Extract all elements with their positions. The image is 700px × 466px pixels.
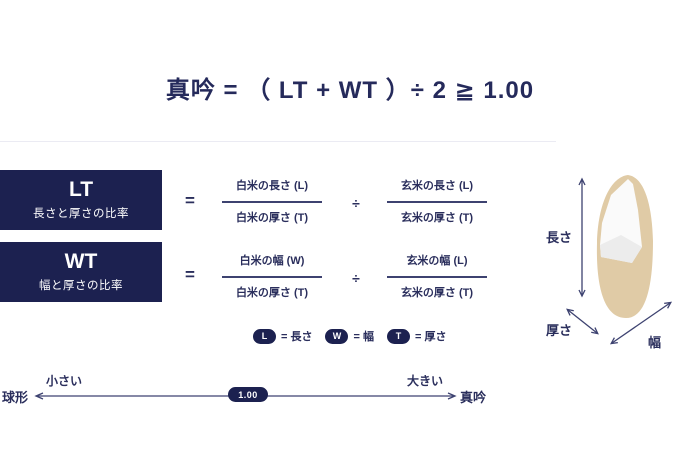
legend-label: = 長さ — [281, 331, 313, 343]
fraction-row1-brown-rice: 玄米の長さ (L) 玄米の厚さ (T) — [385, 179, 489, 225]
width-badge: W — [325, 328, 349, 344]
fraction-row2-white-rice: 白米の幅 (W) 白米の厚さ (T) — [220, 254, 324, 300]
fraction-numerator: 玄米の幅 (L) — [406, 255, 468, 267]
fraction-bar — [222, 276, 322, 278]
fraction-row2-brown-rice: 玄米の幅 (L) 玄米の厚さ (T) — [385, 254, 489, 300]
thickness-badge: T — [386, 328, 410, 344]
rice-grain-facet-shade — [600, 235, 642, 263]
legend-label: = 幅 — [353, 331, 374, 343]
section-divider — [0, 141, 556, 142]
scale-right-end-label: 真吟 — [460, 390, 487, 405]
lt-description: 長さと厚さの比率 — [33, 207, 129, 220]
equals-sign-row1: = — [185, 191, 195, 210]
lt-term-box: LT 長さと厚さの比率 — [0, 170, 162, 230]
length-label: 長さ — [546, 230, 572, 245]
fraction-bar — [387, 201, 487, 203]
width-label: 幅 — [648, 335, 661, 350]
scale-large-label: 大きい — [407, 374, 444, 388]
lt-abbr: LT — [68, 178, 94, 202]
length-badge: L — [253, 328, 276, 344]
wt-abbr: WT — [64, 250, 98, 274]
thickness-label: 厚さ — [546, 323, 572, 338]
scale-left-end-label: 球形 — [2, 390, 29, 405]
rice-grain-illustration: 長さ 厚さ 幅 — [546, 175, 673, 350]
fraction-bar — [387, 276, 487, 278]
fraction-numerator: 玄米の長さ (L) — [400, 180, 474, 192]
wt-description: 幅と厚さの比率 — [39, 279, 123, 292]
legend-item-thickness: T = 厚さ — [386, 328, 447, 344]
divide-sign-row2: ÷ — [352, 270, 360, 286]
legend-item-length: L = 長さ — [253, 328, 312, 344]
scale-value-badge: 1.00 — [228, 387, 268, 402]
fraction-denominator: 白米の厚さ (T) — [235, 212, 309, 224]
width-arrow — [609, 301, 673, 345]
dimension-legend: L = 長さ W = 幅 T = 厚さ — [253, 328, 446, 344]
fraction-numerator: 白米の幅 (W) — [239, 255, 305, 267]
fraction-row1-white-rice: 白米の長さ (L) 白米の厚さ (T) — [220, 179, 324, 225]
thickness-arrow — [566, 308, 599, 335]
legend-item-width: W = 幅 — [325, 328, 374, 344]
wt-term-box: WT 幅と厚さの比率 — [0, 242, 162, 302]
fraction-denominator: 白米の厚さ (T) — [235, 287, 309, 299]
legend-label: = 厚さ — [414, 331, 447, 343]
page-title: 真吟 = （ LT + WT ）÷ 2 ≧ 1.00 — [165, 77, 535, 104]
equals-sign-row2: = — [185, 265, 195, 284]
fraction-numerator: 白米の長さ (L) — [235, 180, 309, 192]
divide-sign-row1: ÷ — [352, 195, 360, 211]
fraction-denominator: 玄米の厚さ (T) — [400, 212, 474, 224]
fraction-bar — [222, 201, 322, 203]
scale-small-label: 小さい — [46, 374, 83, 388]
fraction-denominator: 玄米の厚さ (T) — [400, 287, 474, 299]
